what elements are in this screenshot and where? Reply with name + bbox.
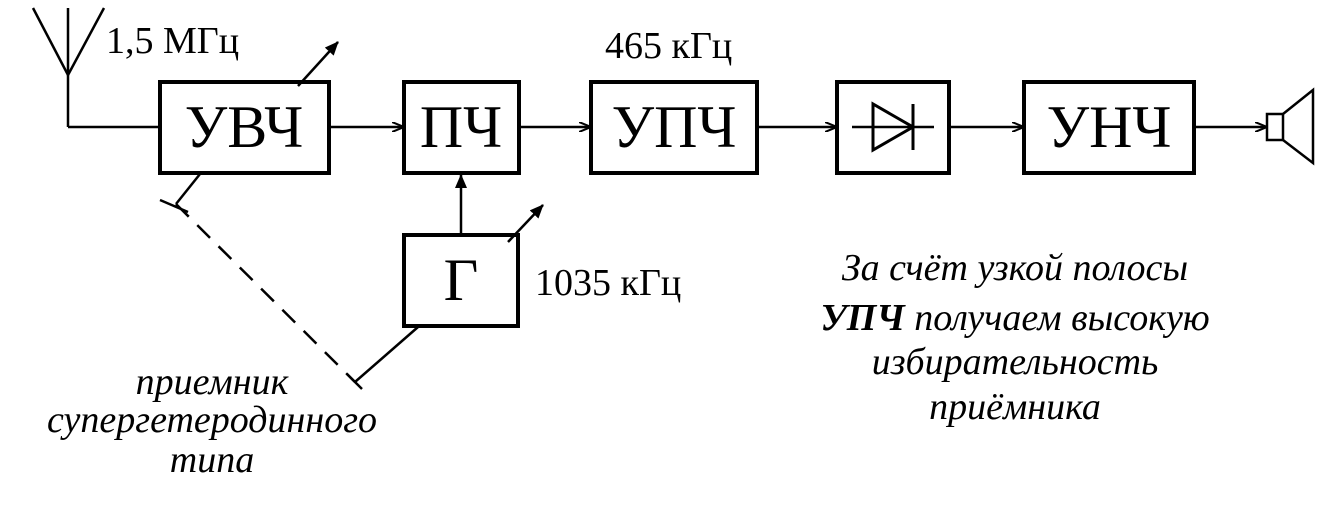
oscillator-tuning-arrow xyxy=(507,204,544,243)
note-line-2-bold: УПЧ xyxy=(820,297,906,339)
input-frequency-label: 1,5 МГц xyxy=(106,20,239,62)
antenna-icon xyxy=(31,7,160,129)
rf-amplifier-label: УВЧ xyxy=(185,94,304,160)
note-line-4: приёмника xyxy=(929,386,1101,428)
mixer-label: ПЧ xyxy=(420,94,502,160)
intermediate-frequency-label: 465 кГц xyxy=(605,25,732,67)
caption-line-1: приемник xyxy=(136,361,290,403)
caption-line-2: супергетеродинного xyxy=(47,399,377,441)
if-amplifier-block: УПЧ xyxy=(589,80,759,175)
note-line-3: избирательность xyxy=(872,341,1159,383)
af-amplifier-block: УНЧ xyxy=(1022,80,1196,175)
detector-block xyxy=(835,80,951,175)
af-amplifier-label: УНЧ xyxy=(1047,94,1172,160)
note-line-1: За счёт узкой полосы xyxy=(842,247,1188,289)
oscillator-block: Г xyxy=(402,233,520,328)
oscillator-frequency-label: 1035 кГц xyxy=(535,262,681,304)
rf-amplifier-block: УВЧ xyxy=(158,80,331,175)
note-line-2-rest: получаем высокую xyxy=(905,297,1210,339)
oscillator-label: Г xyxy=(444,247,479,313)
note-line-2: УПЧ получаем высокую xyxy=(820,297,1209,339)
caption-line-3: типа xyxy=(170,439,254,481)
rf-tuning-arrow xyxy=(297,41,339,87)
if-amplifier-label: УПЧ xyxy=(612,94,737,160)
ganged-tuning-link xyxy=(159,173,419,390)
diode-icon xyxy=(852,101,934,153)
speaker-icon xyxy=(1265,87,1315,166)
mixer-block: ПЧ xyxy=(402,80,521,175)
